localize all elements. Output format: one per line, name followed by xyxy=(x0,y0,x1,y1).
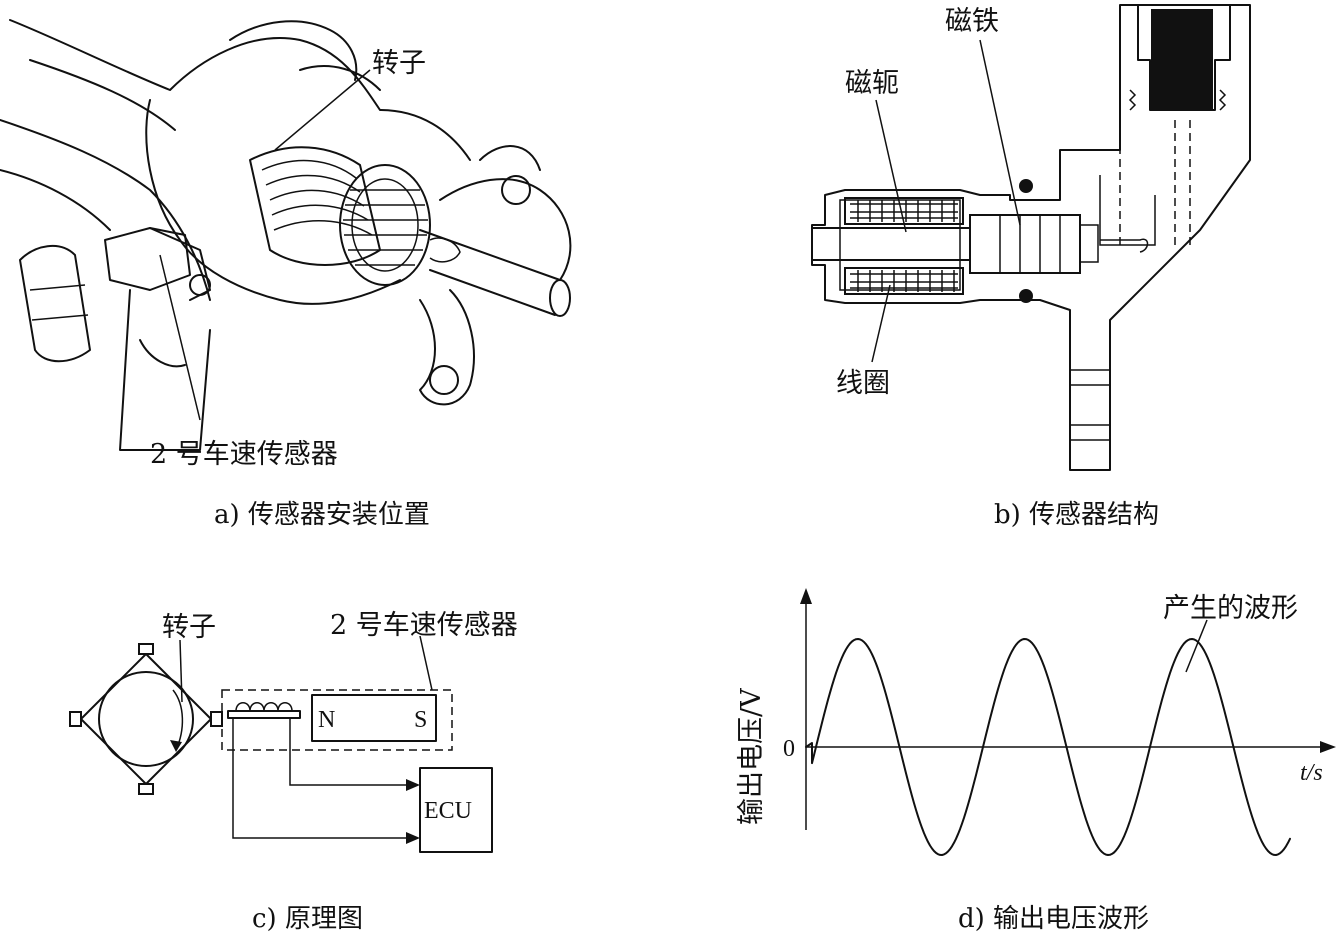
panel-b-magnet-label: 磁铁 xyxy=(945,6,999,37)
panel-b-structure-drawing xyxy=(811,4,1251,471)
panel-c-rotor-label: 转子 xyxy=(162,612,216,643)
panel-d-wave-label: 产生的波形 xyxy=(1163,593,1298,624)
y-axis-arrow-icon xyxy=(800,588,812,604)
panel-c-sensor-box xyxy=(221,635,453,751)
rotation-arrow-icon xyxy=(170,740,182,752)
panel-c-pole-s: S xyxy=(414,707,427,733)
panel-b-coil-label: 线圈 xyxy=(836,368,890,399)
panel-d-axes xyxy=(800,588,1336,830)
panel-c-caption: c) 原理图 xyxy=(252,904,363,934)
panel-d-origin-label: 0 xyxy=(783,736,795,762)
panel-c-pole-n: N xyxy=(318,707,335,733)
panel-c-sensor-label: 2 号车速传感器 xyxy=(330,610,518,641)
panel-d-caption: d) 输出电压波形 xyxy=(958,904,1149,934)
panel-a-caption: a) 传感器安装位置 xyxy=(214,500,430,530)
panel-c-ecu-wiring xyxy=(232,718,493,853)
x-axis-arrow-icon xyxy=(1320,741,1336,753)
panel-b-yoke-label: 磁轭 xyxy=(845,68,899,99)
panel-c-ecu-label: ECU xyxy=(424,798,472,824)
panel-a-rotor-label: 转子 xyxy=(372,48,426,79)
arrow-head-icon xyxy=(406,779,420,791)
output-voltage-waveform xyxy=(805,638,1291,856)
panel-a-installation-drawing xyxy=(0,19,572,451)
panel-d-y-axis-label: 输出电压/V xyxy=(736,688,767,825)
panel-a-sensor-label: 2 号车速传感器 xyxy=(150,439,338,470)
panel-b-caption: b) 传感器结构 xyxy=(994,500,1159,530)
panel-c-rotor xyxy=(69,639,223,795)
panel-d-x-axis-label: t/s xyxy=(1300,760,1323,786)
arrow-head-icon xyxy=(406,832,420,844)
